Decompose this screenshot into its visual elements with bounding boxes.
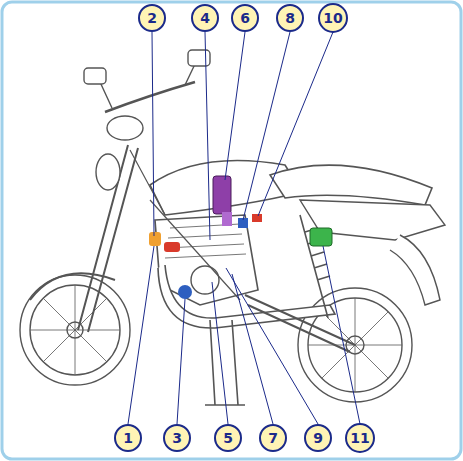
red-sensor xyxy=(252,214,262,222)
callout-number: 6 xyxy=(240,11,250,25)
right-mirror xyxy=(188,50,210,66)
callout-circle: 4 xyxy=(191,4,219,32)
cylinder-fins xyxy=(165,224,246,258)
leader-lines xyxy=(128,32,360,424)
swingarm xyxy=(245,295,355,352)
blue-part xyxy=(178,285,192,299)
seat xyxy=(270,165,432,205)
green-part xyxy=(310,228,332,246)
callout-circle: 11 xyxy=(345,423,375,453)
mirror-stems xyxy=(100,62,196,108)
speedometer xyxy=(107,116,143,140)
callout-circle: 1 xyxy=(114,424,142,452)
left-mirror xyxy=(84,68,106,84)
callout-number: 3 xyxy=(172,431,182,445)
callout-circle: 3 xyxy=(163,424,191,452)
red-part xyxy=(164,242,180,252)
callout-number: 11 xyxy=(350,431,369,445)
leader-line xyxy=(232,274,273,424)
callout-number: 7 xyxy=(268,431,278,445)
orange-part xyxy=(149,232,161,246)
callout-circle: 10 xyxy=(318,3,348,33)
engine-cover xyxy=(191,266,219,294)
leader-line xyxy=(152,32,154,236)
callout-circle: 8 xyxy=(276,4,304,32)
callout-circle: 6 xyxy=(231,4,259,32)
callout-circle: 7 xyxy=(259,424,287,452)
leader-line xyxy=(128,246,154,424)
leader-line xyxy=(212,282,228,424)
leader-line xyxy=(258,32,333,216)
purple-part xyxy=(213,176,231,214)
callout-circle: 2 xyxy=(138,4,166,32)
leader-line xyxy=(226,268,318,424)
callout-number: 9 xyxy=(313,431,323,445)
leader-line xyxy=(205,32,210,240)
rear-fender xyxy=(390,235,440,305)
callout-circle: 5 xyxy=(214,424,242,452)
frame-tubes xyxy=(130,150,240,300)
leader-line xyxy=(243,32,290,220)
callout-number: 5 xyxy=(223,431,233,445)
callout-number: 1 xyxy=(123,431,133,445)
callout-number: 8 xyxy=(285,11,295,25)
side-stand xyxy=(205,320,245,405)
leader-line xyxy=(323,246,360,424)
callout-number: 2 xyxy=(147,11,157,25)
purple-part-base xyxy=(222,212,232,226)
bike-outline xyxy=(20,50,445,405)
callout-number: 4 xyxy=(200,11,210,25)
leader-line xyxy=(177,299,185,424)
highlighted-parts xyxy=(149,176,332,299)
leader-line xyxy=(225,32,245,180)
front-rim xyxy=(30,285,120,375)
headlight xyxy=(96,154,120,190)
front-spokes xyxy=(30,285,120,375)
callout-circle: 9 xyxy=(304,424,332,452)
front-fork xyxy=(78,145,138,332)
handlebar xyxy=(105,82,195,112)
callout-number: 10 xyxy=(323,11,342,25)
